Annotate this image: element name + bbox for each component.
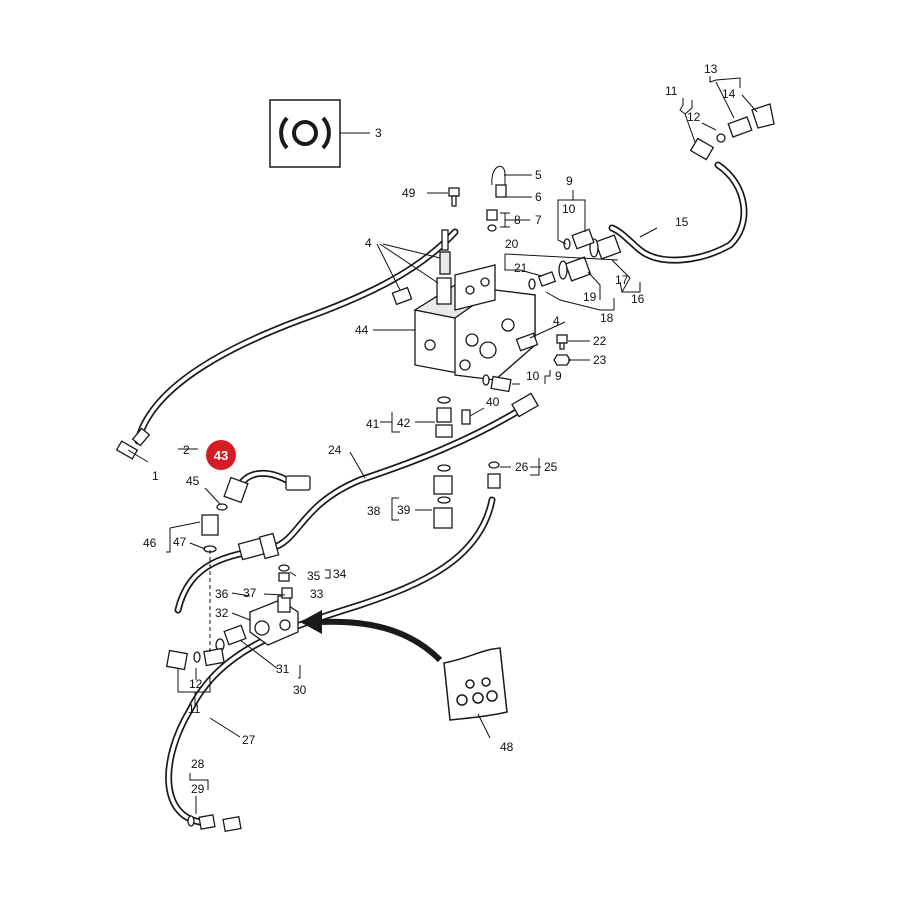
callout-9-top[interactable]: 9	[566, 174, 573, 188]
callout-30[interactable]: 30	[293, 683, 307, 697]
callout-4-right[interactable]: 4	[553, 314, 560, 328]
callout-49[interactable]: 49	[402, 186, 416, 200]
callout-10-lower[interactable]: 10	[526, 369, 540, 383]
callout-9-lower[interactable]: 9	[555, 369, 562, 383]
callout-13[interactable]: 13	[704, 62, 718, 76]
fitting-19	[558, 256, 592, 282]
fitting-5	[491, 165, 507, 198]
fitting-10-top	[563, 228, 595, 250]
callout-12-top[interactable]: 12	[687, 110, 701, 124]
callout-37[interactable]: 37	[243, 586, 257, 600]
fitting-26	[487, 461, 501, 489]
fitting-31	[215, 624, 247, 652]
fitting-45	[216, 476, 249, 511]
bolt-22	[556, 334, 568, 350]
fitting-8	[486, 209, 498, 232]
hardware-kit-bag-icon	[443, 647, 508, 721]
callout-36[interactable]: 36	[215, 587, 229, 601]
nut-23	[553, 354, 571, 366]
callout-26[interactable]: 26	[515, 460, 529, 474]
callout-10-top[interactable]: 10	[562, 202, 576, 216]
brake-symbol-box	[269, 99, 341, 168]
hose-24-end	[511, 392, 539, 418]
callout-32[interactable]: 32	[215, 606, 229, 620]
callout-43-highlighted[interactable]: 43	[206, 440, 236, 470]
callout-44[interactable]: 44	[355, 323, 369, 337]
fitting-47	[201, 514, 219, 553]
tee-fitting	[237, 532, 280, 561]
callout-47[interactable]: 47	[173, 535, 187, 549]
callout-12-lower[interactable]: 12	[189, 677, 203, 691]
leader-lines	[127, 76, 758, 814]
callout-41[interactable]: 41	[366, 417, 380, 431]
connector-43	[285, 475, 311, 491]
callout-46[interactable]: 46	[143, 536, 157, 550]
hose-24	[174, 406, 524, 614]
fitting-4-left	[391, 286, 413, 306]
callout-20[interactable]: 20	[505, 237, 519, 251]
callout-16[interactable]: 16	[631, 292, 645, 306]
callout-23[interactable]: 23	[593, 353, 607, 367]
callout-43[interactable]: 43	[214, 448, 228, 463]
callout-7[interactable]: 7	[535, 213, 542, 227]
valve-block-44	[413, 264, 536, 381]
callout-15[interactable]: 15	[675, 215, 689, 229]
callout-38[interactable]: 38	[367, 504, 381, 518]
callout-24[interactable]: 24	[328, 443, 342, 457]
callout-45[interactable]: 45	[186, 474, 200, 488]
fitting-17	[589, 234, 622, 260]
callout-labels: 1 2 3 4 4 5 6 7 8 9 9 10 10 11 11 12 12 …	[143, 62, 736, 796]
callout-40[interactable]: 40	[486, 395, 500, 409]
fitting-11-lower	[165, 647, 225, 671]
fitting-42	[435, 396, 453, 438]
callout-14[interactable]: 14	[722, 87, 736, 101]
callout-42[interactable]: 42	[397, 416, 411, 430]
fitting-29	[187, 814, 242, 833]
fitting-35	[278, 564, 290, 582]
callout-27[interactable]: 27	[242, 733, 256, 747]
callout-11-top[interactable]: 11	[665, 84, 678, 98]
bolt-49	[448, 187, 460, 207]
callout-25[interactable]: 25	[544, 460, 558, 474]
callout-18[interactable]: 18	[600, 311, 614, 325]
fitting-33	[281, 587, 293, 599]
brake-warning-icon	[279, 116, 331, 150]
callout-3[interactable]: 3	[375, 126, 382, 140]
fitting-4-right	[515, 332, 539, 352]
callout-43-badge	[206, 440, 236, 470]
cartridge-4	[436, 229, 452, 305]
callout-1[interactable]: 1	[152, 469, 159, 483]
callout-22[interactable]: 22	[593, 334, 607, 348]
callout-28[interactable]: 28	[191, 757, 205, 771]
fitting-40	[461, 409, 471, 425]
fitting-1	[115, 427, 151, 460]
fitting-21	[528, 271, 557, 290]
callout-39[interactable]: 39	[397, 503, 411, 517]
callout-48[interactable]: 48	[500, 740, 514, 754]
parts	[115, 103, 775, 833]
callout-35[interactable]: 35	[307, 569, 321, 583]
callout-29[interactable]: 29	[191, 782, 205, 796]
callout-2[interactable]: 2	[183, 443, 190, 457]
valve-32	[249, 595, 299, 646]
fitting-13	[727, 103, 775, 138]
callout-5[interactable]: 5	[535, 168, 542, 182]
fitting-39	[433, 464, 453, 529]
curved-arrow-icon	[300, 610, 443, 663]
callout-31[interactable]: 31	[276, 662, 290, 676]
hose-2	[134, 228, 459, 445]
callout-19[interactable]: 19	[583, 290, 597, 304]
callout-4[interactable]: 4	[365, 236, 372, 250]
callout-8[interactable]: 8	[514, 213, 521, 227]
hose-15	[608, 161, 748, 264]
fitting-11-top	[689, 133, 726, 161]
callout-21[interactable]: 21	[514, 261, 528, 275]
callout-34[interactable]: 34	[333, 567, 347, 581]
callout-33[interactable]: 33	[310, 587, 324, 601]
fitting-10-lower	[482, 374, 512, 393]
callout-11-lower[interactable]: 11	[188, 702, 201, 716]
callout-17[interactable]: 17	[615, 273, 629, 287]
callout-6[interactable]: 6	[535, 190, 542, 204]
